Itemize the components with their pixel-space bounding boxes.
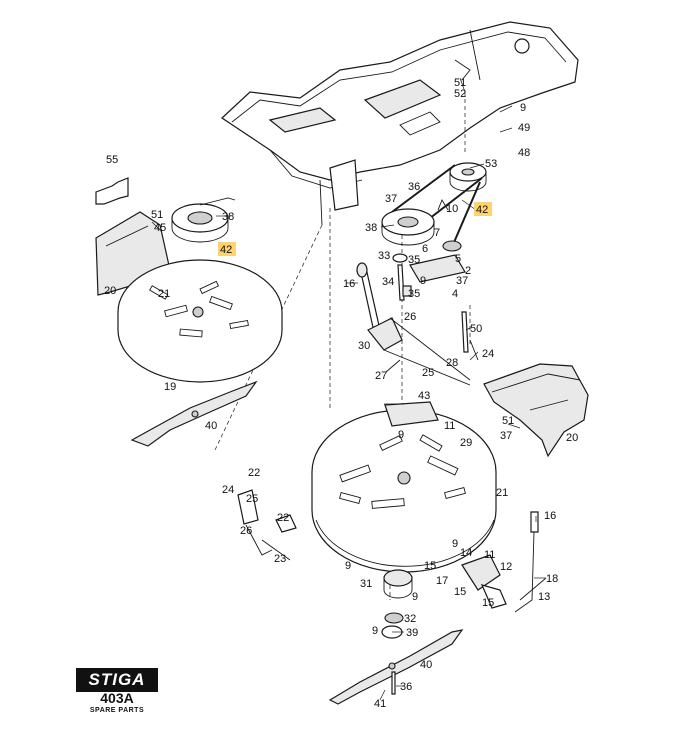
callout-20: 20 [104,285,116,297]
callout-37: 37 [385,193,397,205]
callout-11: 11 [444,420,455,432]
callout-37: 37 [456,275,468,287]
callout-28: 28 [446,357,458,369]
callout-15: 15 [482,597,494,609]
spindle-blade-assembly [328,569,464,705]
callout-55: 55 [106,154,118,166]
callout-9: 9 [420,275,426,287]
callout-31: 31 [360,578,372,590]
logo-subtitle: SPARE PARTS [89,707,145,714]
callout-51: 51 [151,209,163,221]
callout-29: 29 [460,437,472,449]
callout-9: 9 [412,591,418,603]
callout-36: 36 [408,181,420,193]
callout-53: 53 [485,158,497,170]
callout-34: 34 [382,276,394,288]
callout-49: 49 [518,122,530,134]
callout-21: 21 [158,288,170,300]
callout-25: 25 [422,367,434,379]
callout-9: 9 [345,560,351,572]
callout-19: 19 [164,381,176,393]
callout-51: 51 [454,77,466,89]
callout-35: 35 [408,254,420,266]
callout-14: 14 [460,547,472,559]
callout-7: 7 [434,227,440,239]
right-discharge-guard [483,363,589,458]
callout-17: 17 [436,575,448,587]
callout-20: 20 [566,432,578,444]
callout-5: 5 [455,253,461,265]
callout-13: 13 [538,591,550,603]
callout-24: 24 [222,484,234,496]
left-deck-assembly [95,177,283,447]
callout-4: 4 [452,288,458,300]
callout-45: 45 [154,222,166,234]
callout-21: 21 [496,487,508,499]
callout-42-highlighted: 42 [220,244,232,256]
brand-logo: STIGA 403A SPARE PARTS [76,668,158,716]
callout-37: 37 [500,430,512,442]
callout-40: 40 [205,420,217,432]
callout-18: 18 [546,573,558,585]
callout-51: 51 [502,415,514,427]
callout-24: 24 [482,348,494,360]
callout-labels: 51 52 9 49 48 53 55 51 45 38 42 20 21 19… [104,77,578,710]
callout-27: 27 [375,370,387,382]
callout-15: 15 [424,560,436,572]
callout-39: 39 [406,627,418,639]
callout-26: 26 [404,311,416,323]
callout-42-highlighted: 42 [476,204,488,216]
callout-41: 41 [374,698,386,710]
callout-16: 16 [343,278,355,290]
callout-15: 15 [454,586,466,598]
left-deck-brackets [237,489,297,561]
callout-9: 9 [452,538,458,550]
callout-6: 6 [422,243,428,255]
callout-10: 10 [446,203,458,215]
height-lever-linkage [356,262,479,386]
callout-22: 22 [248,467,260,479]
callout-48: 48 [518,147,530,159]
callout-23: 23 [274,553,286,565]
callout-25: 25 [246,493,258,505]
callout-33: 33 [378,250,390,262]
chassis-frame [221,21,579,226]
brand-name: STIGA [76,668,158,692]
callout-26: 26 [240,525,252,537]
callout-2: 2 [465,265,471,277]
callout-9: 9 [398,429,404,441]
callout-38: 38 [222,211,234,223]
callout-36: 36 [400,681,412,693]
callout-40: 40 [420,659,432,671]
callout-16: 16 [544,510,556,522]
callout-32: 32 [404,613,416,625]
callout-50: 50 [470,323,482,335]
callout-38: 38 [365,222,377,234]
callout-11: 11 [484,549,495,561]
belt-drive-assembly [381,162,487,301]
callout-22: 22 [277,512,289,524]
callout-52: 52 [454,88,466,100]
model-number: 403A [100,690,134,706]
callout-leaders [151,77,546,701]
main-mower-deck [311,401,497,573]
callout-12: 12 [500,561,512,573]
callout-35: 35 [408,288,420,300]
callout-9: 9 [520,102,526,114]
callout-9: 9 [372,625,378,637]
callout-43: 43 [418,390,430,402]
callout-30: 30 [358,340,370,352]
